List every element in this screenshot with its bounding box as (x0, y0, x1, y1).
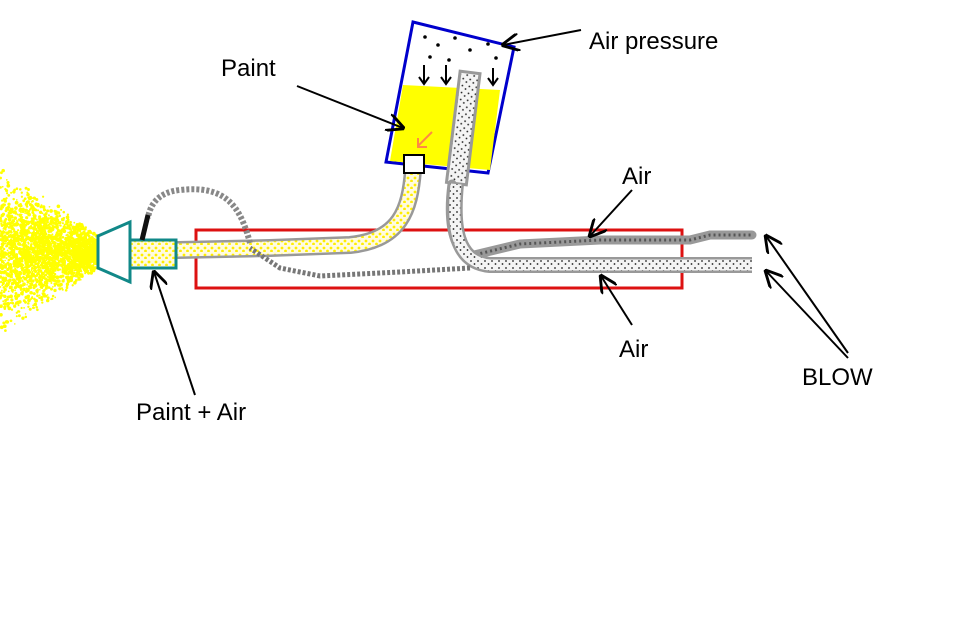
paint-pickup (403, 154, 425, 174)
label-paint: Paint (221, 55, 276, 82)
spray-cloud (0, 168, 100, 332)
arrow-air-bottom (601, 276, 633, 326)
nozzle (96, 214, 178, 285)
label-blow: BLOW (802, 364, 873, 391)
arrow-blow-upper (766, 236, 849, 354)
drip-arrow (417, 131, 433, 148)
pressure-arrows (418, 65, 499, 87)
arrow-paint-air (154, 272, 196, 396)
arrow-blow-lower (766, 271, 849, 359)
air-bypass-line (248, 245, 471, 279)
paint-tank (384, 20, 516, 187)
label-paint-air: Paint + Air (136, 399, 246, 426)
air-line-upper (445, 179, 757, 261)
arrow-paint (296, 85, 403, 128)
air-pressure-dots (423, 35, 498, 62)
annotation-arrows (154, 29, 849, 396)
arrow-air-pressure (503, 29, 582, 45)
label-air-top: Air (622, 163, 651, 190)
label-air-bottom: Air (619, 336, 648, 363)
arrow-air-top (590, 189, 633, 236)
nozzle-air-line (145, 186, 253, 244)
label-air-pressure: Air pressure (589, 28, 718, 55)
